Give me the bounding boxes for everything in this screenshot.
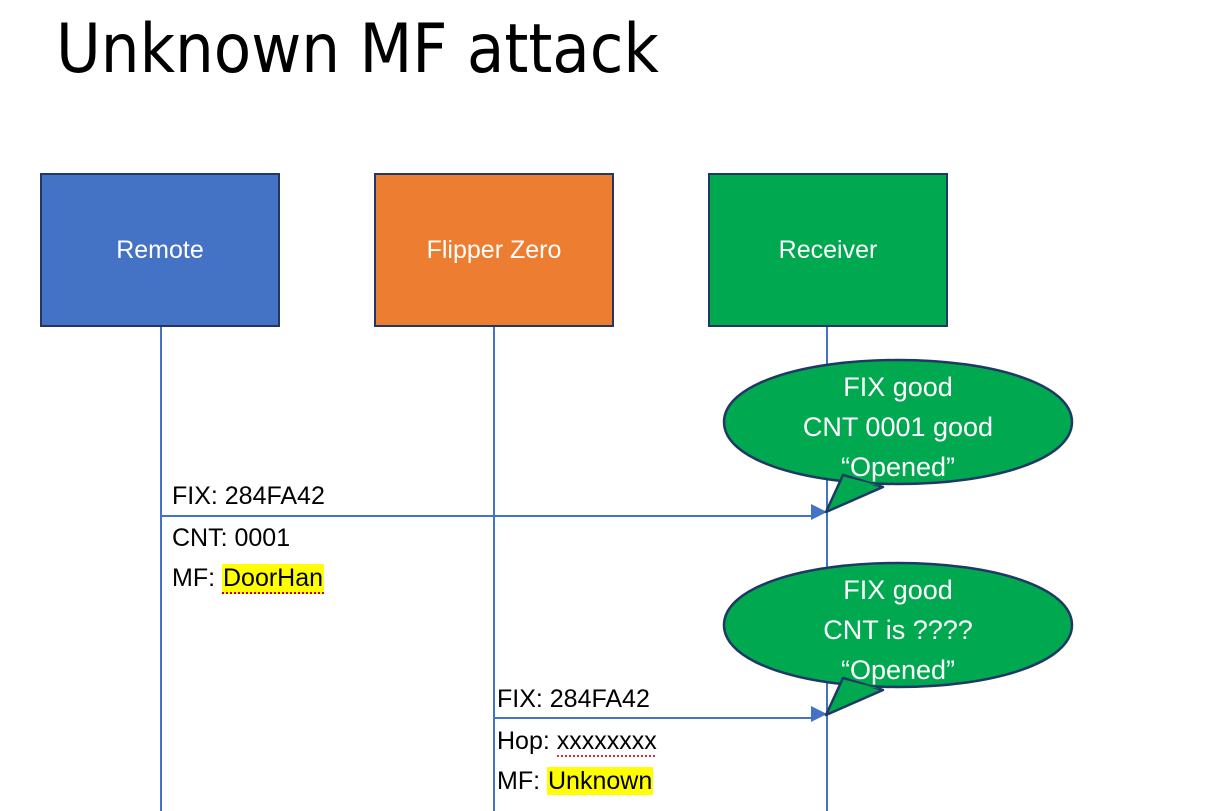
message-2-fix-text: FIX: 284FA42 (497, 685, 650, 713)
message-1-mf-value-highlight: DoorHan (222, 564, 325, 594)
message-2-hop-prefix: Hop: (497, 727, 557, 755)
message-2-hop-value: xxxxxxxx (556, 727, 657, 757)
speech-bubble-2[interactable]: FIX good CNT is ???? “Opened” (722, 561, 1074, 718)
message-arrow-line-1 (161, 515, 811, 517)
message-2-line-1: FIX: 284FA42 (497, 679, 657, 719)
message-1-line-1: FIX: 284FA42 (172, 476, 325, 516)
lifeline-remote (160, 327, 162, 811)
page-title: Unknown MF attack (56, 10, 659, 89)
message-1-mf-prefix: MF: (172, 564, 222, 592)
actor-box-flipper[interactable]: Flipper Zero (374, 173, 614, 327)
message-1-fix-text: FIX: 284FA42 (172, 482, 325, 510)
message-label-1: FIX: 284FA42 CNT: 0001 MF: DoorHan (172, 476, 325, 598)
actor-box-receiver[interactable]: Receiver (708, 173, 948, 327)
speech-bubble-2-shape (722, 561, 1074, 717)
message-2-mf-prefix: MF: (497, 767, 547, 795)
message-1-line-3: MF: DoorHan (172, 558, 325, 598)
message-2-line-3: MF: Unknown (497, 761, 657, 801)
actor-label-receiver: Receiver (778, 235, 878, 264)
lifeline-flipper (493, 327, 495, 811)
speech-bubble-1-shape (722, 358, 1074, 514)
message-arrow-head-1 (811, 504, 827, 520)
message-arrow-line-2 (494, 717, 811, 719)
actor-label-flipper: Flipper Zero (426, 235, 562, 264)
actor-box-remote[interactable]: Remote (40, 173, 280, 327)
actor-label-remote: Remote (116, 235, 204, 264)
message-1-line-2: CNT: 0001 (172, 518, 325, 558)
message-arrow-head-2 (811, 706, 827, 722)
message-1-cnt-text: CNT: 0001 (172, 524, 291, 552)
message-2-line-2: Hop: xxxxxxxx (497, 721, 657, 761)
message-label-2: FIX: 284FA42 Hop: xxxxxxxx MF: Unknown (497, 679, 657, 801)
speech-bubble-1[interactable]: FIX good CNT 0001 good “Opened” (722, 358, 1074, 515)
message-2-mf-value-highlight: Unknown (547, 767, 654, 795)
